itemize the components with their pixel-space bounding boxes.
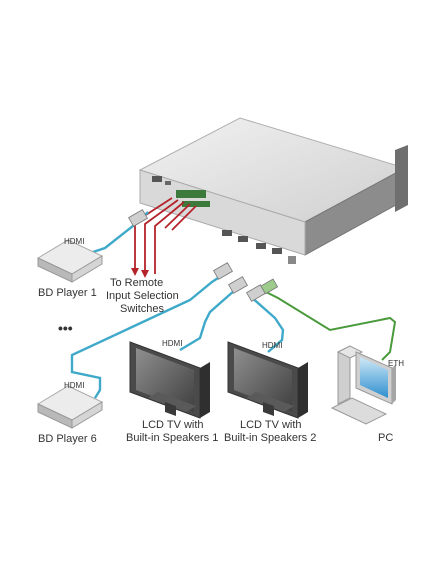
pc-label: PC	[378, 432, 393, 444]
tv-1-label-line-1: LCD TV with	[142, 419, 204, 431]
hdmi-label-input-6: HDMI	[64, 381, 84, 390]
bd-player-1-label: BD Player 1	[38, 287, 97, 299]
tv-2-label-line-2: Built-in Speakers 2	[224, 432, 316, 444]
pc	[330, 345, 396, 425]
bd-player-1	[36, 239, 104, 283]
bd-player-6-label: BD Player 6	[38, 433, 97, 445]
control-wires	[131, 197, 197, 278]
switcher-device	[138, 117, 408, 264]
hdmi-label-output-2: HDMI	[262, 341, 282, 350]
lcd-tv-1	[129, 341, 210, 419]
remote-label-line-1: To Remote	[110, 277, 163, 289]
bd-player-6	[36, 385, 104, 429]
connectors	[128, 209, 279, 302]
hdmi-label-input-1: HDMI	[64, 237, 84, 246]
remote-label-line-2: Input Selection	[106, 290, 179, 302]
tv-1-label-line-2: Built-in Speakers 1	[126, 432, 218, 444]
output-ports	[222, 230, 296, 264]
lcd-tv-2	[227, 341, 308, 419]
input-ports	[152, 176, 210, 207]
eth-label: ETH	[388, 359, 404, 368]
tv-2-label-line-1: LCD TV with	[240, 419, 302, 431]
hdmi-label-output-1: HDMI	[162, 339, 182, 348]
remote-label-line-3: Switches	[120, 303, 165, 315]
more-players-ellipsis: •••	[58, 320, 73, 336]
eth-cable	[261, 289, 397, 361]
